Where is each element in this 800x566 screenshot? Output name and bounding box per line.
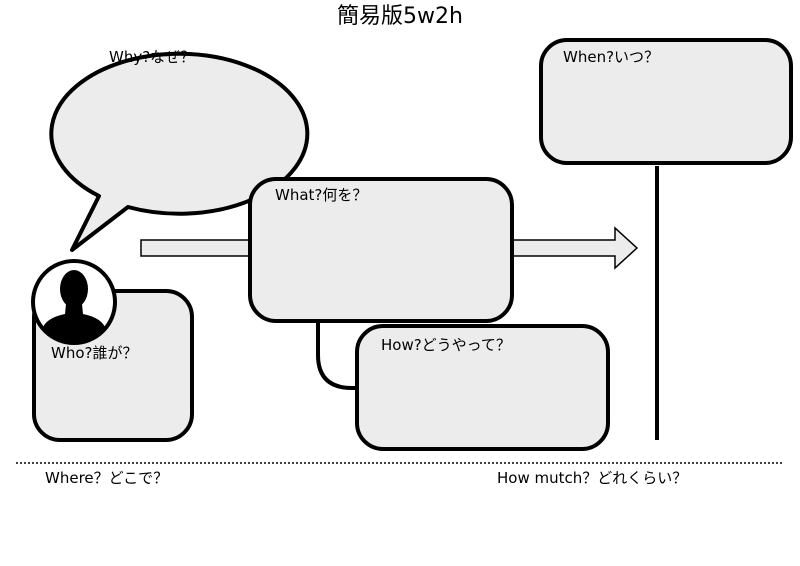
how-much-label: How mutch？どれくらい？ xyxy=(497,469,688,487)
what-label: What?何を？ xyxy=(275,186,368,204)
how-label: How?どうやって？ xyxy=(381,336,511,354)
why-speech-bubble xyxy=(49,51,310,252)
person-silhouette-icon xyxy=(42,270,106,342)
where-label: Where？どこで？ xyxy=(45,469,169,487)
what-how-connector xyxy=(316,321,358,390)
who-label: Who?誰が？ xyxy=(51,344,138,362)
when-label: When?いつ？ xyxy=(563,48,660,66)
how-box xyxy=(355,324,610,451)
diagram-title: 簡易版5w2h xyxy=(337,4,463,29)
why-label: Why?なぜ？ xyxy=(109,48,196,66)
what-box xyxy=(248,177,514,323)
when-box xyxy=(539,38,793,165)
